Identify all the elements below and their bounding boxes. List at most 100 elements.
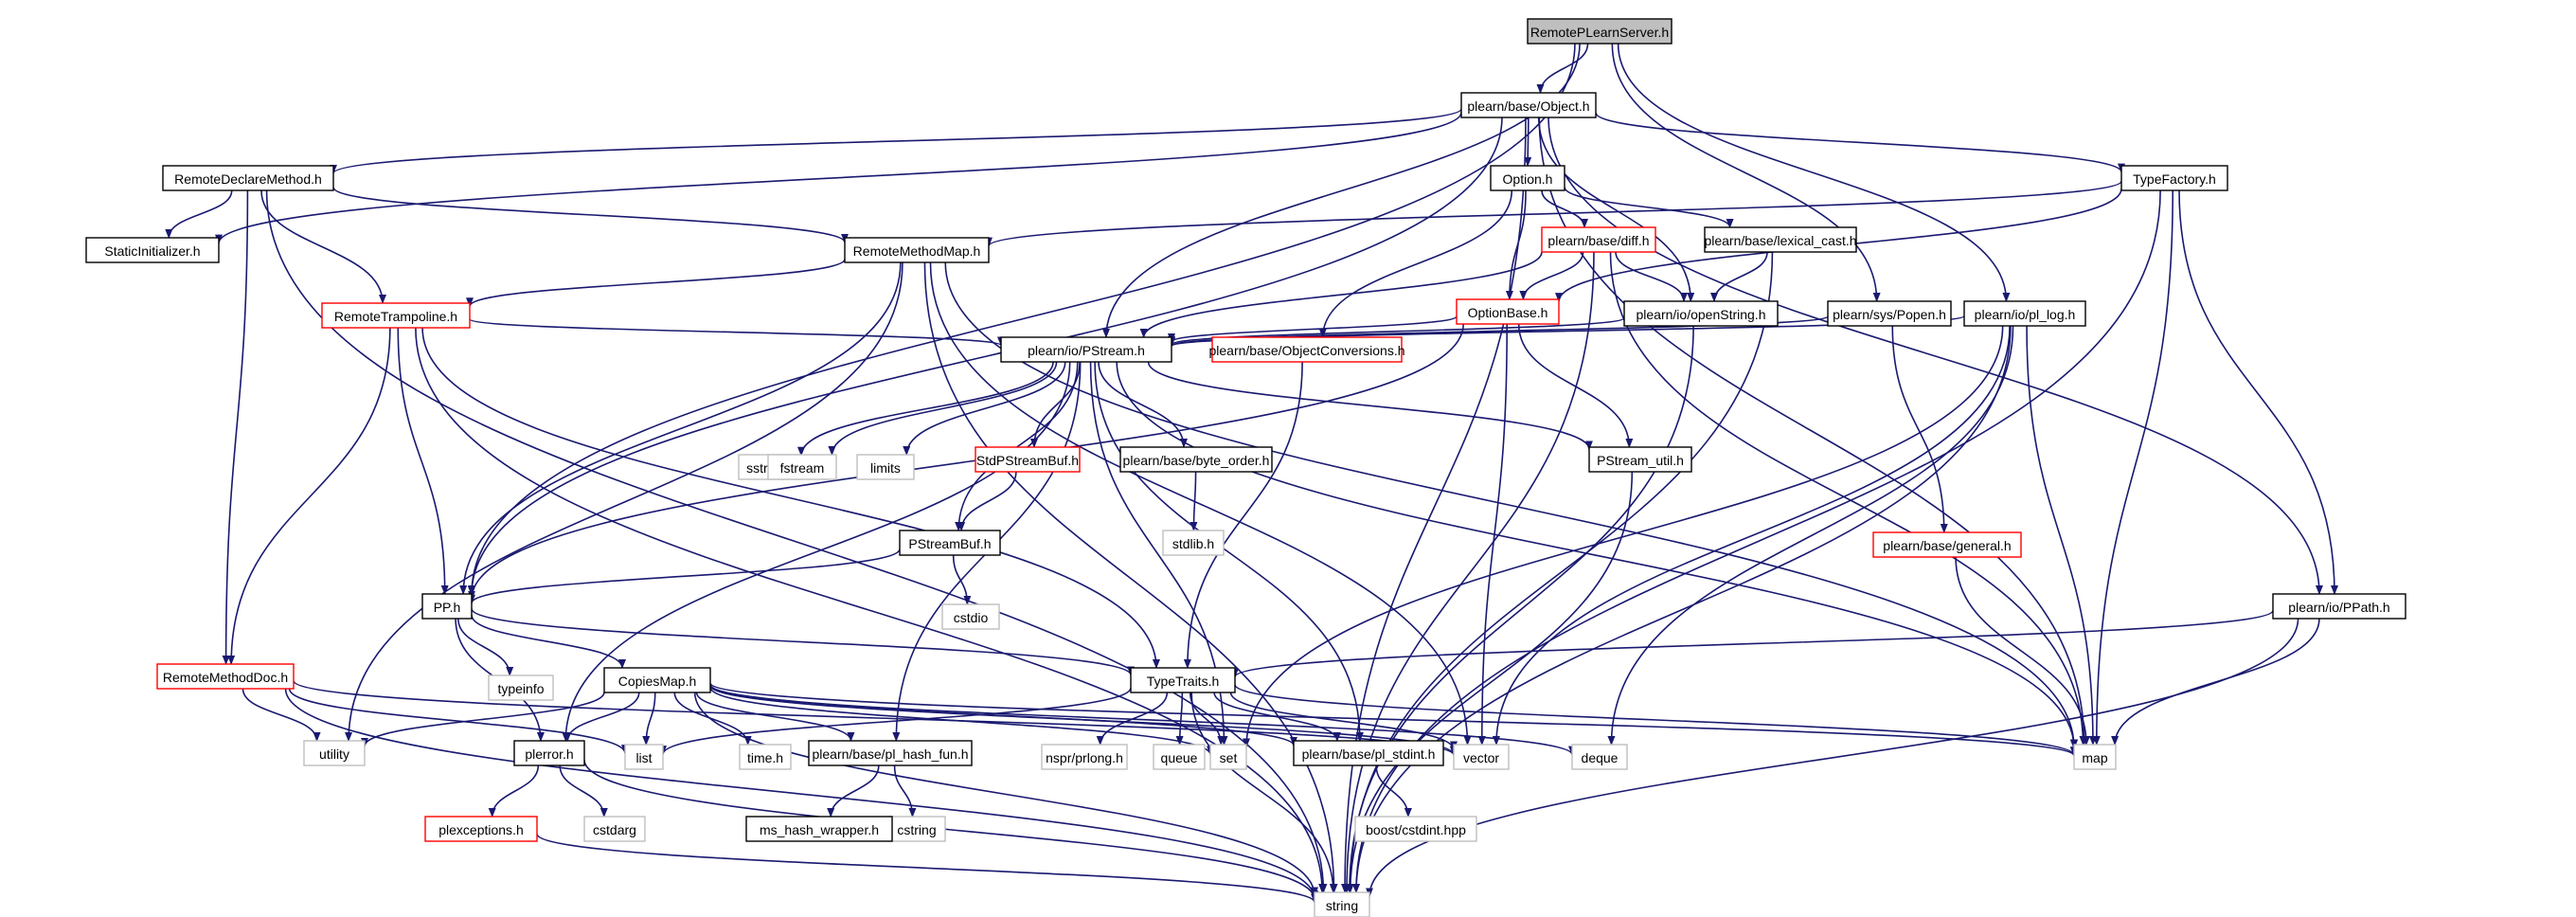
node-fstream[interactable]: fstream bbox=[767, 454, 837, 480]
node-boostint[interactable]: boost/cstdint.hpp bbox=[1354, 816, 1477, 842]
edge-general-to-map bbox=[1955, 556, 2090, 746]
node-typeinfo[interactable]: typeinfo bbox=[488, 674, 554, 701]
node-rdm[interactable]: RemoteDeclareMethod.h bbox=[162, 165, 334, 191]
node-diff[interactable]: plearn/base/diff.h bbox=[1541, 226, 1656, 253]
node-box-vector bbox=[1453, 744, 1510, 770]
node-stdpsbuf[interactable]: StdPStreamBuf.h bbox=[975, 446, 1081, 473]
edge-option-to-lexical bbox=[1564, 187, 1734, 228]
node-plexc[interactable]: plexceptions.h bbox=[424, 816, 538, 842]
node-label-byteorder: plearn/base/byte_order.h bbox=[1123, 453, 1270, 468]
node-box-rtramp bbox=[321, 302, 471, 329]
edge-pstream-to-psbuf bbox=[955, 361, 1079, 531]
edge-rmm-to-utility bbox=[345, 261, 903, 742]
node-cstdarg[interactable]: cstdarg bbox=[583, 816, 646, 842]
node-typetraits[interactable]: TypeTraits.h bbox=[1130, 667, 1236, 693]
edge-pstream-to-plstdint bbox=[1094, 361, 1364, 742]
node-option[interactable]: Option.h bbox=[1490, 165, 1565, 191]
edge-pstream-to-stdpsbuf bbox=[1029, 361, 1081, 448]
node-typefactory[interactable]: TypeFactory.h bbox=[2120, 165, 2228, 191]
edge-rtramp-to-string bbox=[415, 327, 1327, 893]
node-plerror[interactable]: plerror.h bbox=[513, 740, 585, 766]
edge-root-to-pllog bbox=[1617, 43, 2011, 302]
node-ppath[interactable]: plearn/io/PPath.h bbox=[2272, 593, 2406, 620]
edge-typetraits-to-string bbox=[1190, 692, 1337, 893]
node-label-plerror: plerror.h bbox=[525, 746, 573, 762]
node-box-limits bbox=[856, 454, 915, 480]
node-psutil[interactable]: PStream_util.h bbox=[1588, 446, 1692, 473]
node-label-plstdint: plearn/base/pl_stdint.h bbox=[1302, 746, 1436, 762]
node-deque[interactable]: deque bbox=[1571, 744, 1628, 770]
node-lexical[interactable]: plearn/base/lexical_cast.h bbox=[1704, 226, 1857, 253]
node-label-option: Option.h bbox=[1503, 171, 1553, 187]
node-psbuf[interactable]: PStreamBuf.h bbox=[899, 530, 1001, 556]
node-box-plstdint bbox=[1293, 740, 1444, 766]
node-label-typefactory: TypeFactory.h bbox=[2133, 171, 2216, 187]
node-layer: RemotePLearnServer.h plearn/base/Object.h… bbox=[85, 18, 2406, 917]
edge-rtramp-to-typetraits bbox=[421, 327, 1160, 669]
node-byteorder[interactable]: plearn/base/byte_order.h bbox=[1119, 446, 1273, 473]
node-pp[interactable]: PP.h bbox=[421, 593, 473, 620]
node-box-fstream bbox=[767, 454, 837, 480]
node-string[interactable]: string bbox=[1314, 891, 1370, 917]
node-plstdint[interactable]: plearn/base/pl_stdint.h bbox=[1293, 740, 1444, 766]
node-box-boostint bbox=[1354, 816, 1477, 842]
node-set[interactable]: set bbox=[1209, 744, 1247, 770]
node-vector[interactable]: vector bbox=[1453, 744, 1510, 770]
node-object[interactable]: plearn/base/Object.h bbox=[1460, 92, 1597, 118]
node-objconv[interactable]: plearn/base/ObjectConversions.h bbox=[1208, 336, 1405, 363]
edge-rmdoc-to-utility bbox=[242, 688, 321, 742]
node-utility[interactable]: utility bbox=[303, 740, 366, 766]
node-popen[interactable]: plearn/sys/Popen.h bbox=[1827, 300, 1952, 327]
node-root[interactable]: RemotePLearnServer.h bbox=[1527, 18, 1673, 45]
node-box-rmm bbox=[844, 237, 990, 263]
node-staticinit[interactable]: StaticInitializer.h bbox=[85, 237, 220, 263]
node-limits[interactable]: limits bbox=[856, 454, 915, 480]
node-box-typeinfo bbox=[488, 674, 554, 701]
node-rmdoc[interactable]: RemoteMethodDoc.h bbox=[156, 663, 295, 690]
node-label-cstring: cstring bbox=[897, 822, 936, 837]
node-label-ppath: plearn/io/PPath.h bbox=[2288, 600, 2389, 615]
node-label-vector: vector bbox=[1463, 750, 1499, 765]
node-cstdio[interactable]: cstdio bbox=[941, 603, 1000, 630]
node-box-set bbox=[1209, 744, 1247, 770]
node-box-root bbox=[1527, 18, 1673, 45]
edge-copiesmap-to-utility bbox=[361, 692, 605, 747]
node-pllog[interactable]: plearn/io/pl_log.h bbox=[1963, 300, 2086, 327]
node-general[interactable]: plearn/base/general.h bbox=[1872, 531, 2022, 558]
edge-plexc-to-string bbox=[536, 833, 1318, 904]
node-optionbase[interactable]: OptionBase.h bbox=[1456, 298, 1560, 325]
node-copiesmap[interactable]: CopiesMap.h bbox=[603, 667, 711, 693]
edge-object-to-rdm bbox=[330, 108, 1462, 174]
node-rmm[interactable]: RemoteMethodMap.h bbox=[844, 237, 990, 263]
node-hashwrap[interactable]: ms_hash_wrapper.h bbox=[745, 816, 893, 842]
node-box-stdlib bbox=[1162, 530, 1225, 556]
edge-typetraits-to-queue bbox=[1175, 692, 1184, 746]
node-queue[interactable]: queue bbox=[1153, 744, 1206, 770]
node-label-queue: queue bbox=[1161, 750, 1198, 765]
node-pstream[interactable]: plearn/io/PStream.h bbox=[1000, 336, 1172, 363]
node-cstring[interactable]: cstring bbox=[887, 816, 946, 842]
node-box-deque bbox=[1571, 744, 1628, 770]
node-map[interactable]: map bbox=[2073, 744, 2117, 770]
edge-pstream-to-plerror bbox=[562, 361, 1071, 742]
node-label-cstdarg: cstdarg bbox=[593, 822, 636, 837]
node-plhash[interactable]: plearn/base/pl_hash_fun.h bbox=[808, 740, 973, 766]
edge-pstream-to-map bbox=[1116, 361, 2078, 750]
node-list[interactable]: list bbox=[624, 744, 664, 770]
node-label-optionbase: OptionBase.h bbox=[1468, 305, 1548, 320]
edge-optionbase-to-pstream bbox=[1168, 315, 1458, 343]
node-prlong[interactable]: nspr/prlong.h bbox=[1041, 744, 1128, 770]
edge-rdm-to-rtramp bbox=[260, 189, 386, 304]
node-openstring[interactable]: plearn/io/openString.h bbox=[1623, 300, 1779, 327]
edge-object-to-openstring bbox=[1537, 117, 1695, 302]
edge-plhash-to-hashwrap bbox=[827, 764, 880, 818]
node-stdlib[interactable]: stdlib.h bbox=[1162, 530, 1225, 556]
edge-pstream-to-fstream bbox=[828, 361, 1058, 456]
node-label-rdm: RemoteDeclareMethod.h bbox=[174, 171, 322, 187]
node-label-lexical: plearn/base/lexical_cast.h bbox=[1704, 233, 1856, 248]
edge-copiesmap-to-plhash bbox=[695, 692, 855, 742]
node-rtramp[interactable]: RemoteTrampoline.h bbox=[321, 302, 471, 329]
node-label-popen: plearn/sys/Popen.h bbox=[1833, 307, 1946, 322]
node-timeh[interactable]: time.h bbox=[739, 744, 792, 770]
edge-object-to-option bbox=[1524, 117, 1532, 167]
